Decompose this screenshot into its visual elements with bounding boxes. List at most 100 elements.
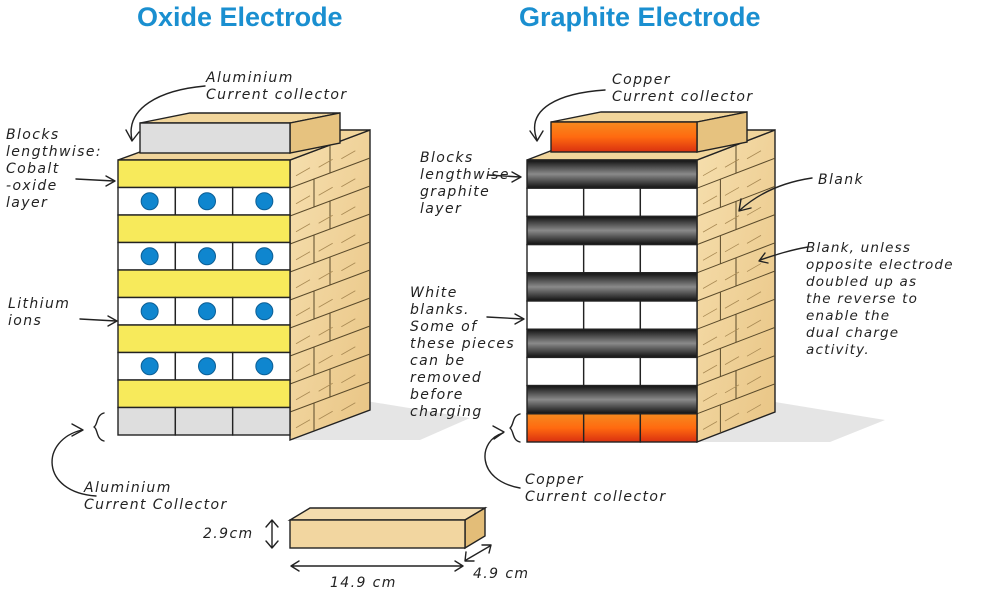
lithium-ion	[198, 302, 216, 321]
arrow-blank-unless	[759, 246, 809, 261]
arrowhead	[71, 423, 84, 437]
side-wood-grain	[318, 214, 333, 224]
side-wood-grain	[724, 187, 740, 196]
side-wood-grain	[295, 419, 311, 429]
side-wood-grain	[746, 319, 762, 329]
arrowhead	[758, 252, 769, 264]
arrow-graphite-bottom-collector	[484, 432, 521, 489]
label-block-width: 4.9 cm	[473, 566, 530, 582]
arrow-oxide-bottom-collector	[51, 429, 97, 497]
side-wood-grain	[318, 158, 333, 168]
side-wood-grain	[318, 382, 333, 392]
arrow-blank	[739, 177, 813, 211]
side-wood-grain	[746, 376, 762, 385]
arrowhead	[125, 129, 140, 142]
side-wood-grain	[341, 374, 356, 384]
graphite-side-bricks	[696, 145, 776, 433]
side-wood-grain	[341, 178, 356, 188]
side-wood-grain	[702, 280, 718, 289]
bracket-graphite-bottom	[509, 413, 521, 443]
side-wood-grain	[724, 384, 740, 394]
white-blank-block	[639, 187, 698, 218]
side-wood-grain	[295, 363, 311, 373]
white-block	[117, 351, 177, 381]
arrowhead	[514, 313, 525, 325]
side-wood-grain	[724, 243, 740, 253]
arrow-white-blanks	[486, 316, 524, 320]
side-wood-grain	[702, 223, 718, 233]
white-blank-block	[582, 356, 642, 387]
label-block-length: 14.9 cm	[330, 575, 397, 591]
arrowhead	[105, 175, 116, 187]
lithium-ion	[255, 302, 274, 321]
copper-block	[526, 413, 585, 443]
annotation-arrows	[51, 85, 813, 572]
side-wood-grain	[702, 392, 718, 402]
lithium-ion	[140, 357, 159, 376]
side-wood-grain	[746, 404, 762, 413]
label-graphite-blocks: Blocks lengthwise graphite layer	[420, 150, 510, 217]
single-block-top	[287, 507, 488, 521]
side-wood-grain	[295, 335, 311, 345]
label-oxide-top-collector: Aluminium Current collector	[206, 70, 348, 103]
white-blank-block	[582, 243, 642, 274]
side-wood-grain	[341, 290, 356, 300]
side-wood-grain	[702, 251, 718, 261]
white-blank-block	[639, 300, 698, 330]
white-blank-block	[526, 243, 585, 274]
side-wood-grain	[295, 251, 311, 261]
arrow-oxide-lithium	[79, 318, 117, 322]
graphite-layer	[526, 384, 698, 415]
lithium-ion	[255, 192, 274, 211]
side-wood-grain	[724, 412, 740, 422]
side-wood-grain	[341, 234, 356, 244]
dimension-width-marker	[464, 544, 492, 562]
oxide-front-layers	[117, 159, 291, 436]
side-wood-grain	[724, 158, 740, 168]
side-wood-grain	[318, 186, 333, 196]
graphite-layer	[526, 159, 698, 189]
side-wood-grain	[318, 242, 333, 252]
side-wood-grain	[702, 421, 718, 430]
side-wood-grain	[702, 364, 718, 374]
cobalt-oxide-layer	[117, 159, 291, 189]
cobalt-oxide-layer	[117, 324, 291, 354]
side-wood-grain	[702, 336, 718, 346]
side-wood-grain	[341, 262, 356, 272]
side-wood-grain	[318, 410, 333, 420]
graphite-electrode-title: Graphite Electrode	[519, 2, 761, 32]
graphite-layer	[526, 272, 698, 302]
lithium-ion	[255, 357, 274, 376]
side-wood-grain	[341, 318, 356, 328]
white-blank-block	[639, 243, 698, 274]
arrowhead	[511, 171, 522, 183]
arrow-graphite-layer	[487, 174, 521, 178]
bracket-oxide-bottom	[93, 412, 105, 442]
arrowhead	[529, 130, 544, 142]
white-blank-block	[526, 300, 585, 330]
arrowhead	[107, 315, 118, 327]
side-wood-grain	[724, 215, 740, 224]
cobalt-oxide-layer	[117, 379, 291, 409]
oxide-electrode-title: Oxide Electrode	[137, 2, 343, 32]
label-graphite-top-collector: Copper Current collector	[612, 72, 754, 105]
side-wood-grain	[702, 167, 718, 177]
arrow-oxide-top-collector	[130, 85, 206, 141]
side-wood-grain	[318, 298, 333, 308]
side-wood-grain	[341, 206, 356, 216]
lithium-ion	[140, 192, 159, 211]
label-blank-unless: Blank, unless opposite electrode doubled…	[806, 240, 954, 358]
side-wood-grain	[746, 347, 762, 357]
graphite-layer	[526, 215, 698, 246]
side-wood-grain	[702, 308, 718, 318]
single-block	[287, 506, 488, 550]
lithium-ion	[198, 247, 216, 266]
cobalt-oxide-layer	[117, 269, 291, 299]
dimension-height-marker	[265, 519, 279, 549]
label-graphite-bottom-collector: Copper Current collector	[525, 472, 667, 505]
side-wood-grain	[318, 354, 333, 364]
graphite-tower	[526, 111, 885, 444]
oxide-top-collector-front	[139, 122, 291, 154]
